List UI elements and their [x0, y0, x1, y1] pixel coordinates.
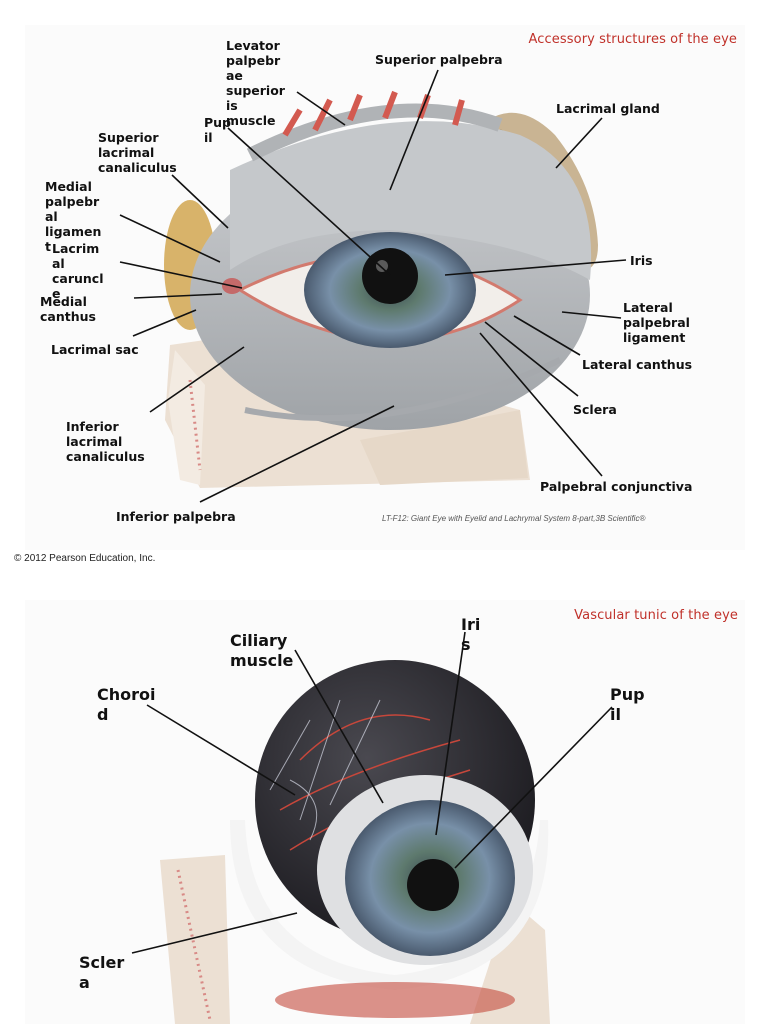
label-ciliary-muscle: Ciliary muscle [230, 631, 294, 670]
label-iris-top: Iris [630, 253, 653, 268]
label-lacrimal-caruncle: Lacrim al caruncl e [52, 241, 104, 301]
label-pupil-top: Pup il [204, 115, 232, 145]
label-lacrimal-sac: Lacrimal sac [51, 342, 139, 357]
label-lateral-canthus: Lateral canthus [582, 357, 693, 372]
label-lacrimal-gland: Lacrimal gland [556, 101, 660, 116]
label-lateral-palpebral-ligament: Lateral palpebral ligament [623, 300, 690, 345]
label-sclera-bottom: Scler a [79, 953, 125, 992]
model-caption: LT-F12: Giant Eye with Eyelid and Lachry… [382, 514, 646, 523]
label-inferior-lacrimal-canaliculus: Inferior lacrimal canaliculus [66, 419, 145, 464]
panel-title: Accessory structures of the eye [528, 32, 737, 47]
label-pupil-bottom: Pup il [610, 685, 645, 724]
label-levator-palpebrae-superioris: Levator palpebr ae superior is muscle [226, 38, 285, 128]
label-superior-palpebra: Superior palpebra [375, 52, 503, 67]
label-iris-bottom: Iri s [461, 615, 481, 654]
label-medial-canthus: Medial canthus [40, 294, 96, 324]
label-choroid: Choroi d [97, 685, 156, 724]
label-inferior-palpebra: Inferior palpebra [116, 509, 236, 524]
panel-title-bottom: Vascular tunic of the eye [574, 608, 738, 623]
copyright-notice: © 2012 Pearson Education, Inc. [14, 553, 156, 564]
label-sclera-top: Sclera [573, 402, 617, 417]
label-superior-lacrimal-canaliculus: Superior lacrimal canaliculus [98, 130, 177, 175]
label-palpebral-conjunctiva: Palpebral conjunctiva [540, 479, 693, 494]
label-medial-palpebral-ligament: Medial palpebr al ligamen t [45, 179, 102, 254]
